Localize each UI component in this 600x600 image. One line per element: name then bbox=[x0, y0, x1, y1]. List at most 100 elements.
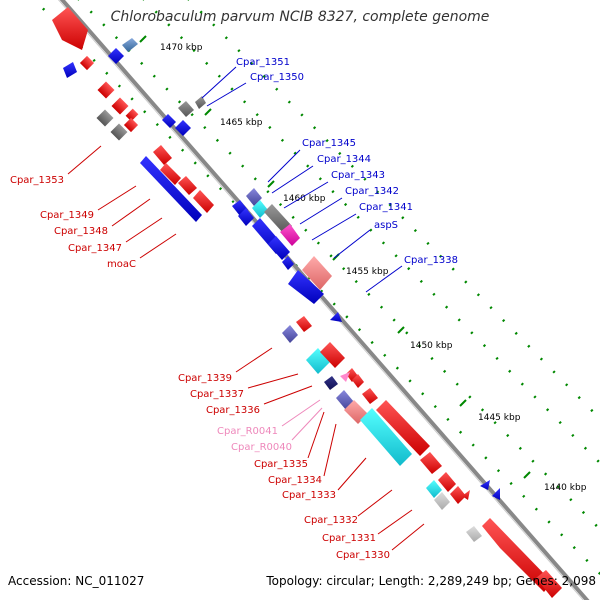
gene-feature[interactable] bbox=[282, 325, 298, 343]
scale-tick bbox=[523, 471, 531, 479]
gene-label[interactable]: Cpar_1335 bbox=[254, 459, 308, 470]
gene-feature[interactable] bbox=[536, 570, 562, 598]
scale-label: 1440 kbp bbox=[544, 483, 587, 493]
gene-feature[interactable] bbox=[175, 120, 191, 136]
scale-tick bbox=[267, 180, 275, 188]
gene-label[interactable]: Cpar_1343 bbox=[331, 170, 385, 181]
gene-label[interactable]: Cpar_1337 bbox=[190, 389, 244, 400]
gene-label[interactable]: Cpar_R0041 bbox=[217, 426, 278, 437]
gene-feature[interactable] bbox=[110, 123, 128, 141]
gene-label[interactable]: moaC bbox=[107, 259, 136, 270]
gene-feature[interactable] bbox=[324, 376, 338, 390]
leader-line bbox=[391, 523, 425, 551]
gene-label[interactable]: Cpar_1332 bbox=[304, 515, 358, 526]
gene-feature[interactable] bbox=[466, 526, 482, 542]
gene-label[interactable]: Cpar_1333 bbox=[282, 490, 336, 501]
leader-line bbox=[323, 423, 337, 477]
scale-label: 1470 kbp bbox=[160, 43, 203, 53]
gene-label[interactable]: Cpar_R0040 bbox=[231, 442, 292, 453]
gene-label[interactable]: Cpar_1347 bbox=[68, 243, 122, 254]
gene-feature[interactable] bbox=[108, 48, 124, 64]
gene-label[interactable]: Cpar_1341 bbox=[359, 202, 413, 213]
gene-feature[interactable] bbox=[178, 176, 197, 195]
gene-label[interactable]: Cpar_1348 bbox=[54, 226, 108, 237]
gene-feature[interactable] bbox=[195, 96, 206, 109]
gene-feature[interactable] bbox=[160, 163, 181, 185]
tick-track-outer-left bbox=[32, 0, 600, 576]
gene-label[interactable]: Cpar_1338 bbox=[404, 255, 458, 266]
scale-markers: 1470 kbp 1465 kbp 1460 kbp 1455 kbp 1450… bbox=[139, 35, 587, 493]
gene-feature[interactable] bbox=[97, 81, 115, 99]
gene-label[interactable]: Cpar_1345 bbox=[302, 138, 356, 149]
gene-feature[interactable] bbox=[330, 312, 342, 322]
leader-line bbox=[201, 66, 237, 99]
gene-feature[interactable] bbox=[162, 114, 176, 128]
gene-label[interactable]: Cpar_1353 bbox=[10, 175, 64, 186]
gene-feature[interactable] bbox=[282, 256, 294, 270]
gene-feature[interactable] bbox=[320, 342, 345, 368]
gene-label[interactable]: Cpar_1350 bbox=[250, 72, 304, 83]
gene-feature[interactable] bbox=[264, 204, 292, 234]
gene-feature[interactable] bbox=[96, 109, 114, 127]
scale-label: 1460 kbp bbox=[283, 194, 326, 204]
gene-feature[interactable] bbox=[280, 224, 300, 246]
gene-feature[interactable] bbox=[153, 145, 172, 165]
leader-line bbox=[377, 509, 413, 535]
gene-label[interactable]: Cpar_1336 bbox=[206, 405, 260, 416]
gene-feature[interactable] bbox=[352, 374, 364, 388]
topology-text: Topology: circular; Length: 2,289,249 bp… bbox=[266, 574, 596, 588]
gene-feature[interactable] bbox=[420, 452, 442, 474]
leader-line bbox=[311, 213, 357, 241]
gene-feature[interactable] bbox=[246, 188, 262, 206]
leader-line bbox=[357, 489, 393, 517]
scale-label: 1450 kbp bbox=[410, 341, 453, 351]
gene-feature[interactable] bbox=[193, 190, 214, 213]
gene-feature[interactable] bbox=[362, 388, 378, 404]
gene-feature[interactable] bbox=[376, 400, 430, 456]
gene-feature[interactable] bbox=[296, 316, 312, 332]
gene-feature[interactable] bbox=[238, 208, 254, 226]
gene-label[interactable]: Cpar_1330 bbox=[336, 550, 390, 561]
gene-feature[interactable] bbox=[178, 101, 194, 117]
gene-feature[interactable] bbox=[426, 480, 442, 498]
gene-label[interactable]: Cpar_1349 bbox=[40, 210, 94, 221]
gene-features-left bbox=[52, 7, 562, 598]
leader-line bbox=[235, 347, 273, 373]
gene-feature[interactable] bbox=[302, 256, 332, 290]
gene-feature[interactable] bbox=[360, 408, 412, 466]
scale-label: 1445 kbp bbox=[478, 413, 521, 423]
gene-feature[interactable] bbox=[252, 200, 268, 218]
gene-feature[interactable] bbox=[450, 486, 466, 504]
gene-feature[interactable] bbox=[125, 108, 139, 122]
gene-feature[interactable] bbox=[79, 55, 95, 71]
gene-feature[interactable] bbox=[140, 156, 202, 222]
gene-feature[interactable] bbox=[122, 38, 138, 52]
gene-feature[interactable] bbox=[306, 348, 330, 374]
gene-feature[interactable] bbox=[482, 518, 552, 592]
leader-line bbox=[263, 385, 313, 405]
gene-label[interactable]: Cpar_1342 bbox=[345, 186, 399, 197]
gene-feature[interactable] bbox=[492, 488, 500, 500]
gene-feature[interactable] bbox=[52, 7, 88, 50]
gene-labels-mid: Cpar_1345 Cpar_1344 Cpar_1343 Cpar_1342 … bbox=[302, 138, 458, 266]
gene-feature[interactable] bbox=[462, 490, 470, 500]
gene-label[interactable]: aspS bbox=[374, 220, 398, 231]
gene-feature[interactable] bbox=[434, 492, 450, 510]
gene-feature[interactable] bbox=[268, 236, 290, 260]
gene-feature[interactable] bbox=[480, 480, 490, 490]
gene-feature[interactable] bbox=[288, 270, 324, 304]
leader-line bbox=[139, 233, 177, 259]
gene-label[interactable]: Cpar_1339 bbox=[178, 373, 232, 384]
gene-label[interactable]: Cpar_1351 bbox=[236, 57, 290, 68]
gene-feature[interactable] bbox=[123, 117, 139, 133]
gene-feature[interactable] bbox=[438, 472, 456, 492]
leader-line bbox=[365, 265, 403, 293]
gene-label[interactable]: Cpar_1344 bbox=[317, 154, 371, 165]
gene-feature[interactable] bbox=[111, 97, 129, 115]
label-leaders bbox=[67, 66, 425, 551]
gene-label[interactable]: Cpar_1331 bbox=[322, 533, 376, 544]
gene-feature[interactable] bbox=[63, 62, 77, 78]
gene-label[interactable]: Cpar_1334 bbox=[268, 475, 322, 486]
gene-feature[interactable] bbox=[340, 372, 350, 382]
